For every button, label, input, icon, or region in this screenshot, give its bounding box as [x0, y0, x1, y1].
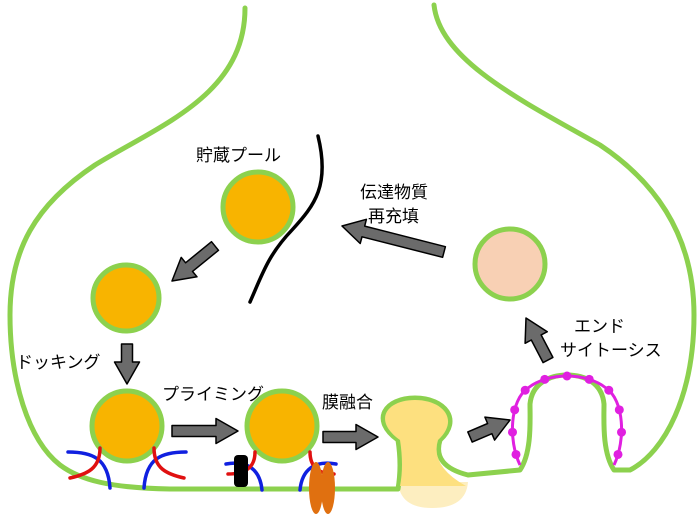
- clathrin-dot: [540, 374, 550, 384]
- clathrin-dot: [510, 405, 520, 415]
- regulatory-protein: [234, 455, 248, 487]
- fused-vesicle: [385, 400, 466, 486]
- clathrin-coat: [507, 371, 627, 466]
- arrow-reserve-to-recruited: [171, 240, 220, 282]
- clathrin-dot: [520, 385, 530, 395]
- label-endo-line2: サイトーシス: [560, 341, 662, 361]
- label-refill-line1: 伝達物質: [360, 183, 428, 203]
- arrow-recruited-to-docked: [113, 343, 141, 385]
- label-fusion: 膜融合: [322, 393, 373, 413]
- clathrin-dot: [617, 427, 627, 437]
- recruited-vesicle: [90, 262, 162, 334]
- arrow-refill: [341, 218, 447, 259]
- clathrin-dot: [604, 385, 614, 395]
- empty-vesicle: [472, 226, 548, 302]
- arrow-docked-to-primed: [171, 417, 239, 445]
- label-reserve-pool: 貯蔵プール: [196, 146, 281, 166]
- clathrin-dot: [584, 374, 594, 384]
- label-endo-line1: エンド: [574, 317, 625, 337]
- label-docking: ドッキング: [16, 353, 101, 373]
- arrow-primed-to-fused: [322, 423, 379, 451]
- presynaptic-membrane: [7, 2, 697, 492]
- label-priming: プライミング: [162, 385, 264, 405]
- calcium-channel: [309, 462, 335, 514]
- reserve-pool-vesicle: [220, 169, 296, 245]
- snare-complex-docked: [66, 446, 188, 490]
- label-refill-line2: 再充填: [368, 207, 419, 227]
- arrow-fused-to-endocytosis: [467, 416, 511, 443]
- primed-vesicle: [244, 388, 320, 464]
- clathrin-dot: [614, 405, 624, 415]
- released-transmitter: [398, 482, 468, 508]
- clathrin-dot: [613, 449, 623, 459]
- clathrin-dot: [562, 371, 572, 381]
- arrow-endocytosis-to-empty: [524, 317, 554, 364]
- clathrin-dot: [507, 427, 517, 437]
- docked-vesicle: [89, 388, 165, 464]
- cytoskeleton-line: [248, 134, 324, 304]
- clathrin-dot: [511, 449, 521, 459]
